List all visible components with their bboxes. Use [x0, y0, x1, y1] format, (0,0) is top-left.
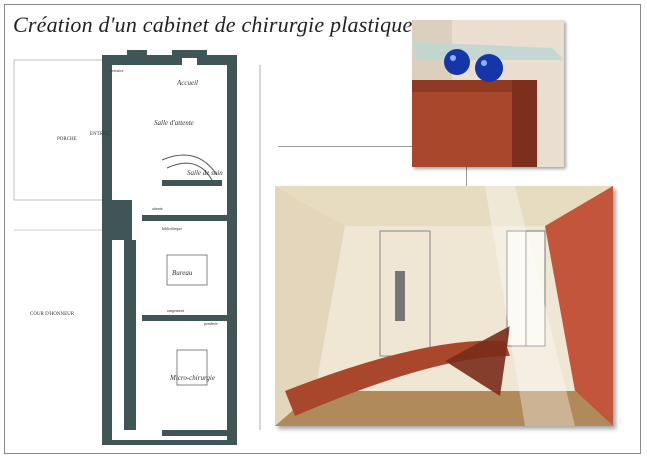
porch-outline — [13, 59, 105, 201]
label-attente: attente — [152, 206, 163, 211]
brick-wall — [545, 186, 613, 426]
label-salle-attente: Salle d'attente — [154, 119, 194, 127]
furniture-photo — [412, 20, 564, 167]
label-bibliotheque: bibliotheque — [162, 226, 182, 231]
label-entree: ENTREE — [90, 132, 109, 137]
label-penderie: penderie — [204, 321, 218, 326]
label-accueil: Accueil — [176, 79, 198, 87]
connector-photo — [278, 146, 412, 147]
outer-wall — [102, 50, 237, 445]
figure — [395, 271, 405, 321]
label-bureau: Bureau — [172, 269, 193, 277]
label-porche: PORCHE — [57, 137, 77, 142]
page-title: Création d'un cabinet de chirurgie plast… — [13, 12, 413, 37]
blue-ball-left — [444, 49, 470, 75]
label-cour: COUR D'HONNEUR — [30, 312, 75, 317]
label-micro-chirurgie: Micro-chirurgie — [169, 374, 215, 382]
left-wall — [124, 240, 136, 430]
blue-ball-right — [475, 54, 503, 82]
label-vestiaire: vestiaire — [110, 68, 124, 73]
label-rangement: rangement — [167, 308, 185, 313]
wall-block — [110, 200, 132, 240]
interior-sketch — [275, 186, 613, 426]
floor-plan: Accueil Salle d'attente Salle de soin Bu… — [13, 50, 261, 445]
floor — [275, 391, 613, 426]
connector-sketch — [466, 166, 467, 186]
label-salle-soins: Salle de soin — [187, 169, 223, 177]
chair — [445, 326, 510, 396]
